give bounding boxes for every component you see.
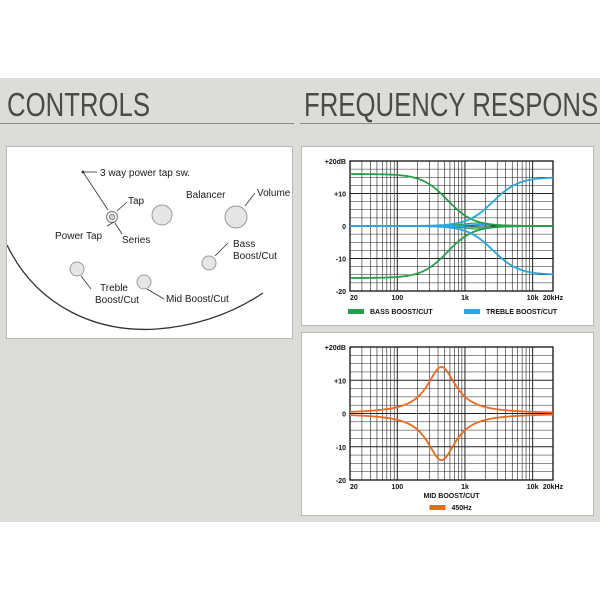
legend-swatch — [348, 309, 364, 314]
series-line-0 — [349, 225, 554, 279]
y-tick-label: +10 — [334, 378, 346, 385]
y-tick-label: +20dB — [325, 345, 346, 352]
series-line-0 — [349, 366, 554, 414]
bass-knob — [201, 255, 217, 271]
x-tick-label: 10k — [527, 295, 539, 302]
legend-swatch — [464, 309, 480, 314]
x-tick-label: 20kHz — [543, 484, 564, 491]
y-tick-label: -20 — [336, 478, 346, 485]
mid-knob — [136, 274, 152, 290]
legend-label: 450Hz — [452, 505, 473, 512]
y-tick-label: +20dB — [325, 159, 346, 166]
x-axis-label: MID BOOST/CUT — [424, 493, 481, 500]
controls-heading: CONTROLS — [7, 86, 151, 123]
leader-dot — [81, 170, 85, 174]
controls-diagram: 3 way power tap sw. Tap Power Tap Series… — [6, 168, 291, 331]
controls-heading-rule — [0, 123, 294, 124]
x-tick-label: 20 — [350, 295, 358, 302]
x-tick-label: 100 — [391, 484, 403, 491]
series-line-0 — [349, 413, 554, 461]
x-tick-label: 10k — [527, 484, 539, 491]
mid-label: Mid Boost/Cut — [166, 294, 229, 305]
legend-label: TREBLE BOOST/CUT — [486, 309, 558, 316]
guitar-body-outline — [6, 244, 264, 331]
volume-label: Volume — [257, 188, 291, 199]
leader-line-bass — [214, 242, 229, 257]
leader-line-volume — [244, 192, 256, 207]
treble-knob — [69, 261, 85, 277]
power-tap-switch-center — [108, 213, 116, 221]
tap-label: Tap — [128, 196, 145, 207]
leader-line-treble — [80, 275, 92, 290]
treble-label-line2: Boost/Cut — [95, 295, 139, 306]
x-tick-label: 1k — [461, 484, 469, 491]
controls-panel: 3 way power tap sw. Tap Power Tap Series… — [6, 146, 293, 339]
power-tap-switch-label: 3 way power tap sw. — [100, 168, 190, 179]
balancer-label: Balancer — [186, 190, 226, 201]
leader-line-power-tap-switch-diag — [82, 171, 109, 211]
leader-line-series — [114, 222, 123, 235]
legend-label: BASS BOOST/CUT — [370, 309, 433, 316]
bass-label-line2: Boost/Cut — [233, 251, 277, 262]
volume-knob — [224, 205, 248, 229]
x-tick-label: 1k — [461, 295, 469, 302]
series-line-1 — [349, 225, 554, 276]
y-tick-label: -20 — [336, 289, 346, 296]
y-tick-label: 0 — [342, 224, 346, 231]
y-tick-label: -10 — [336, 257, 346, 264]
y-tick-label: 0 — [342, 412, 346, 419]
series-label: Series — [122, 235, 150, 246]
x-tick-label: 100 — [391, 295, 403, 302]
power-tap-label: Power Tap — [55, 231, 103, 242]
x-tick-label: 20 — [350, 484, 358, 491]
balancer-knob — [151, 204, 173, 226]
treble-label-line1: Treble — [100, 283, 128, 294]
frequency-response-heading: FREQUENCY RESPONSE — [304, 86, 600, 123]
legend-swatch — [429, 505, 446, 510]
frequency-heading-rule — [300, 123, 600, 124]
leader-line-mid — [146, 288, 165, 300]
x-tick-label: 20kHz — [543, 295, 564, 302]
y-tick-label: -10 — [336, 445, 346, 452]
bass-label-line1: Bass — [233, 239, 255, 250]
y-tick-label: +10 — [334, 192, 346, 199]
leader-line-power-tap — [106, 221, 115, 227]
leader-line-tap — [116, 201, 128, 212]
